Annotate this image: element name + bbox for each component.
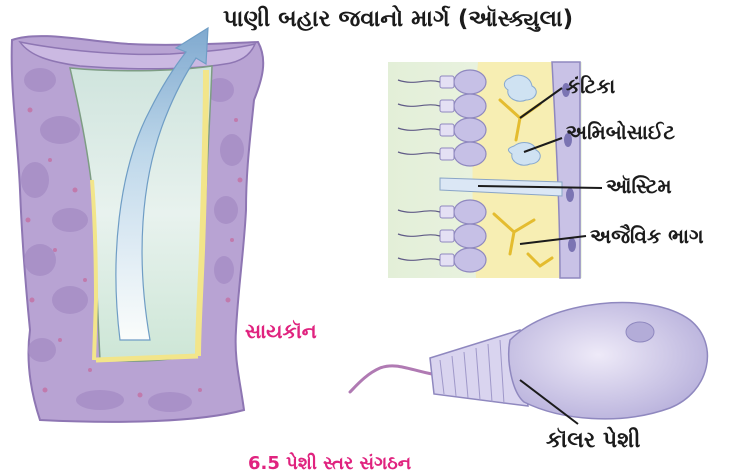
- ostium-label: ઑસ્ટિમ: [606, 176, 672, 196]
- figure-caption: 6.5 પેશી સ્તર સંગઠન: [248, 455, 411, 473]
- collar-cell-flagellum: [350, 366, 432, 392]
- sycon-sponge: [12, 28, 264, 422]
- collar-cell-label: કૉલર પેશી: [546, 430, 640, 452]
- osculum-label: પાણી બહાર જવાનો માર્ગ (ઑસ્ક્યુલા): [223, 8, 573, 31]
- collar-cell-figure: [350, 303, 707, 419]
- spicule-label: કંટિકા: [566, 76, 615, 96]
- nonliving-part-label: અજૈવિક ભાગ: [590, 226, 704, 246]
- collar-cell-nucleus: [626, 322, 654, 342]
- collar-cell-body: [509, 303, 708, 419]
- amoebocyte-label: અમિબોસાઈટ: [566, 122, 675, 142]
- sycon-label: સાયકૉન: [245, 321, 317, 341]
